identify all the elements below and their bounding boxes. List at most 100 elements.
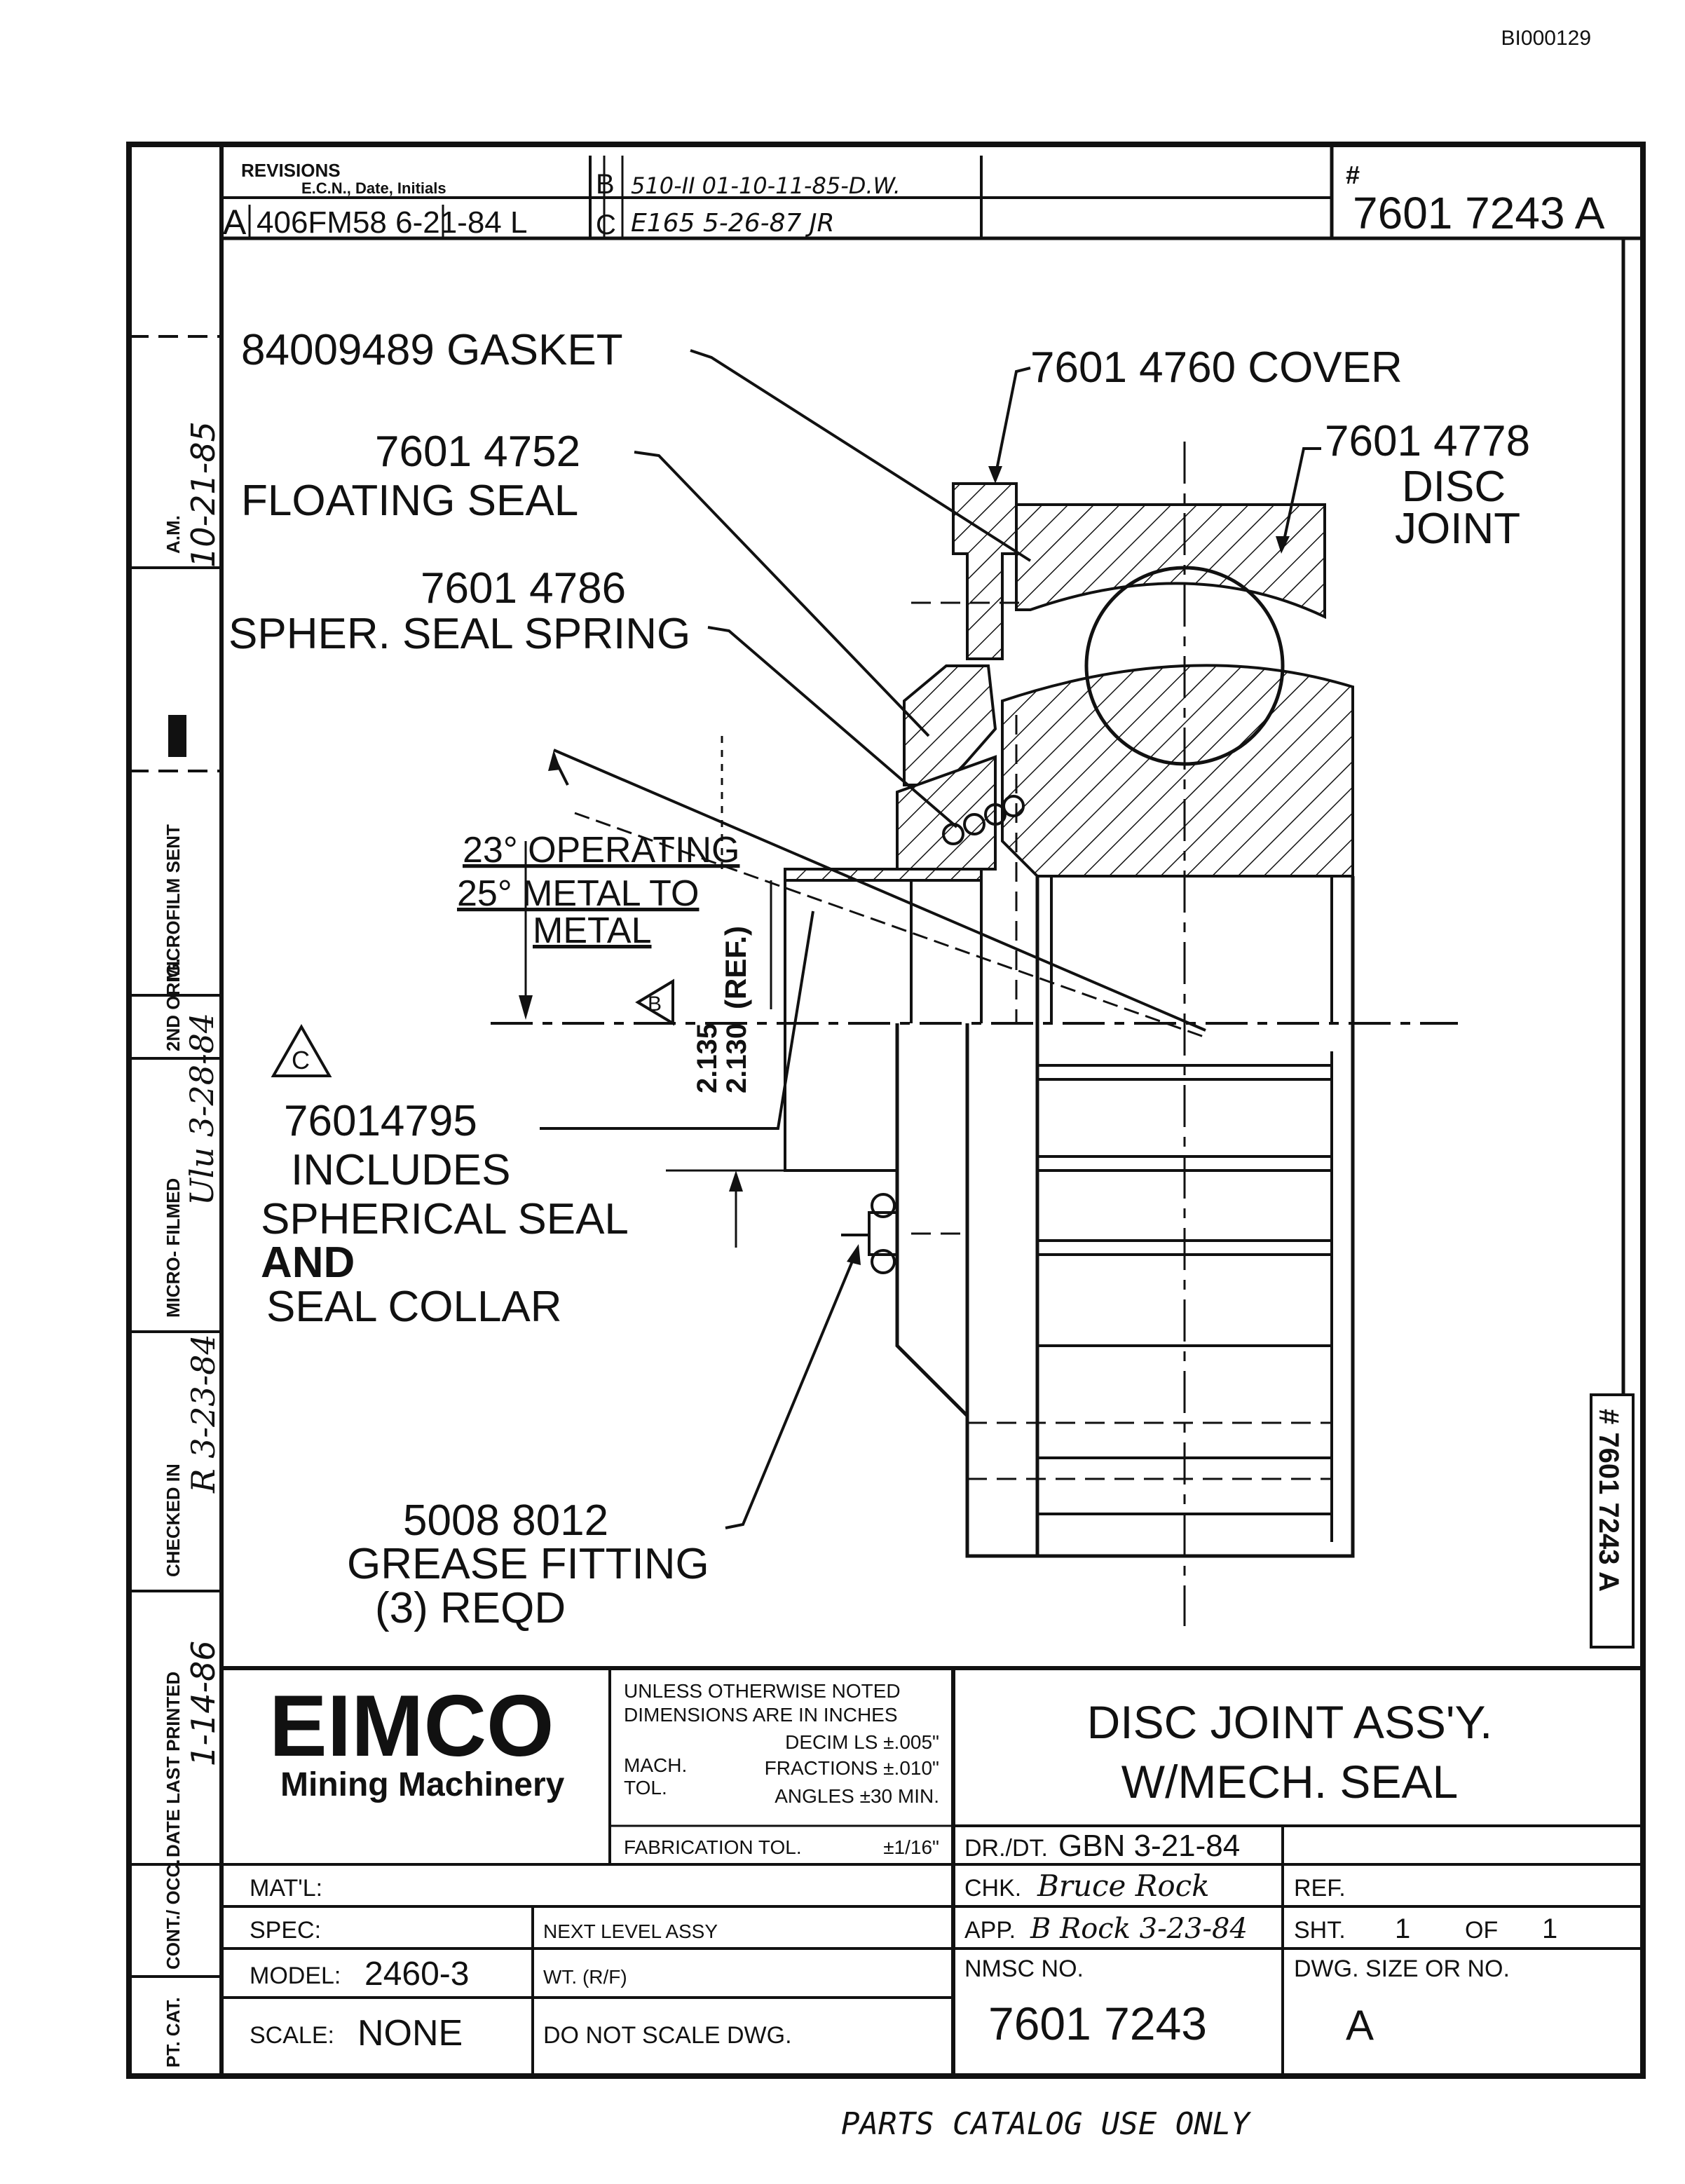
drawing-size-value: A: [1346, 2002, 1374, 2049]
cont-occ-label: CONT./ OCC.: [163, 1859, 184, 1970]
sheet-of-label: OF: [1465, 1917, 1498, 1944]
drawing-number-hash: #: [1346, 161, 1360, 189]
revision-c-marker-letter: C: [292, 1046, 310, 1074]
dimension-upper: 2.135: [692, 1023, 723, 1093]
disc-joint-housing-upper: [1015, 503, 1326, 620]
scale-label: SCALE:: [250, 2022, 334, 2049]
metal-angle-label: 25° METAL TO: [457, 873, 699, 914]
revisions-header: REVISIONS: [241, 160, 341, 181]
model-value: 2460-3: [364, 1956, 469, 1993]
microfilm-sent-label: MICROFILM SENT: [163, 824, 184, 981]
reference-label: REF.: [1294, 1875, 1346, 1902]
drawing-number-top: 7601 7243 A: [1353, 188, 1605, 238]
second-orig-label: 2ND ORIG.: [163, 958, 184, 1051]
revision-c-letter: C: [596, 210, 616, 240]
micro-filmed-signature: Ulu 3-28-84: [183, 1013, 221, 1206]
weight-label: WT. (R/F): [543, 1966, 627, 1988]
spherical-seal-strip: [784, 868, 983, 882]
floating-seal-number: 7601 4752: [375, 428, 580, 476]
checked-by-value: Bruce Rock: [1037, 1869, 1210, 1903]
revision-a-text: 406FM58 6-21-84 L: [257, 205, 527, 240]
callouts: 84009489 GASKET 7601 4760 COVER 7601 475…: [228, 326, 1530, 1632]
revision-b-marker-letter: B: [648, 992, 662, 1016]
seal-collar: SEAL COLLAR: [266, 1283, 562, 1331]
company-name: EIMCO: [269, 1678, 554, 1775]
checked-in-label: CHECKED IN: [163, 1463, 184, 1577]
disc-joint-number: 7601 4778: [1325, 417, 1530, 465]
tolerance-note-1: UNLESS OTHERWISE NOTED: [624, 1680, 901, 1702]
tolerance-fractions: FRACTIONS ±.010": [765, 1757, 939, 1779]
grease-fitting-name: GREASE FITTING: [347, 1540, 709, 1588]
approved-by-label: APP.: [964, 1917, 1016, 1944]
seal-includes: INCLUDES: [291, 1146, 511, 1194]
revisions-subheader: E.C.N., Date, Initials: [301, 179, 446, 197]
side-tab-number: # 7601 7243 A: [1593, 1409, 1624, 1592]
drawn-by-value: GBN 3-21-84: [1058, 1829, 1240, 1863]
leader-lines: [540, 349, 1321, 1529]
am-label: A.M.: [163, 515, 184, 554]
date-last-printed-value: 1-14-86: [184, 1640, 222, 1766]
nmsc-number-label: NMSC NO.: [964, 1956, 1084, 1982]
revision-a-letter: A: [223, 203, 247, 242]
dimension-lower: 2.130: [721, 1023, 752, 1093]
scale-value: NONE: [357, 2013, 463, 2054]
floating-seal-section: [903, 664, 997, 786]
grease-fitting-part: [841, 1193, 899, 1274]
seal-spring-coils: [942, 795, 1025, 845]
tolerance-decim: DECIM LS ±.005": [785, 1731, 939, 1753]
revision-c-text: E165 5-26-87 JR: [631, 209, 834, 238]
do-not-scale-note: DO NOT SCALE DWG.: [543, 2022, 792, 2049]
sheet-border: [126, 142, 1646, 2079]
micro-filmed-label: MICRO- FILMED: [163, 1178, 184, 1318]
tolerance-mach-1: MACH.: [624, 1754, 687, 1776]
drawing-title-line-1: DISC JOINT ASS'Y.: [1087, 1696, 1493, 1748]
disc-joint-housing-lower: [1001, 664, 1354, 878]
seal-spherical: SPHERICAL SEAL: [261, 1195, 629, 1243]
nmsc-number-value: 7601 7243: [988, 1998, 1207, 2049]
disc-joint-name-2: JOINT: [1395, 505, 1520, 553]
gasket-callout: 84009489 GASKET: [241, 326, 623, 374]
grease-fitting-number: 5008 8012: [403, 1496, 608, 1545]
company-division: Mining Machinery: [280, 1766, 565, 1803]
tolerance-angles: ANGLES ±30 MIN.: [775, 1785, 939, 1807]
sheet-value: 1: [1395, 1913, 1410, 1944]
spec-label: SPEC:: [250, 1917, 321, 1944]
drawing-size-label: DWG. SIZE OR NO.: [1294, 1956, 1510, 1982]
microfilm-block-mark: [168, 715, 186, 757]
drawn-by-label: DR./DT.: [964, 1835, 1048, 1862]
revision-block: REVISIONS E.C.N., Date, Initials A 406FM…: [221, 144, 1605, 242]
material-label: MAT'L:: [250, 1875, 322, 1902]
next-level-assy-label: NEXT LEVEL ASSY: [543, 1920, 718, 1942]
grease-fitting-qty: (3) REQD: [375, 1584, 566, 1632]
date-last-printed-label: DATE LAST PRINTED: [163, 1672, 184, 1857]
disc-joint-body: [1035, 876, 1355, 1558]
revision-c-marker: C: [271, 1023, 332, 1077]
cover-callout: 7601 4760 COVER: [1030, 343, 1403, 392]
disc-joint-name-1: DISC: [1402, 463, 1506, 511]
pt-cat-label: PT. CAT.: [163, 1997, 184, 2068]
seal-assembly-number: 76014795: [284, 1097, 477, 1145]
approved-by-value: B Rock 3-23-84: [1030, 1913, 1248, 1945]
revision-b-letter: B: [596, 169, 615, 200]
seal-collar-section: [896, 755, 997, 871]
sheet-of-value: 1: [1542, 1913, 1557, 1944]
floating-seal-name: FLOATING SEAL: [241, 477, 578, 525]
tolerance-note-2: DIMENSIONS ARE IN INCHES: [624, 1704, 898, 1726]
metal-label: METAL: [533, 910, 652, 951]
left-strip: A.M. 10-21-85 MICROFILM SENT 2ND ORIG. M…: [129, 335, 222, 2068]
assembly-section: [491, 442, 1458, 1626]
drawing-title-line-2: W/MECH. SEAL: [1121, 1756, 1458, 1808]
side-drawing-tab: # 7601 7243 A: [1590, 1393, 1635, 1649]
document-id: BI000129: [1501, 27, 1591, 50]
dimension-ref: (REF.): [719, 926, 752, 1009]
operating-angle-label: 23° OPERATING: [463, 830, 739, 871]
spring-number: 7601 4786: [421, 564, 626, 613]
spring-name: SPHER. SEAL SPRING: [228, 610, 690, 658]
cover-section: [952, 482, 1018, 660]
revision-b-text: 510-II 01-10-11-85-D.W.: [631, 172, 901, 199]
revision-b-marker: B: [635, 978, 674, 1026]
fabrication-tolerance-label: FABRICATION TOL.: [624, 1836, 802, 1858]
model-label: MODEL:: [250, 1963, 341, 1989]
seal-and: AND: [261, 1238, 355, 1287]
